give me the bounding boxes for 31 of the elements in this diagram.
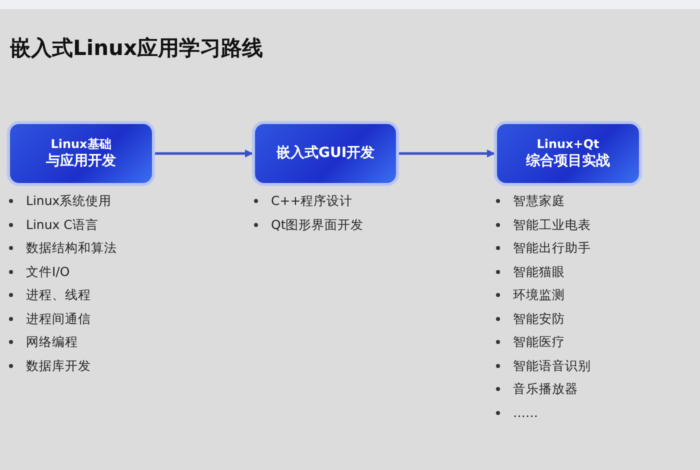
bullet-item: Qt图形界面开发 bbox=[251, 212, 364, 236]
bullet-item: 智能工业电表 bbox=[493, 212, 591, 236]
bullet-item: 数据结构和算法 bbox=[6, 236, 117, 260]
stage-box bbox=[10, 124, 152, 183]
box-label: 嵌入式GUI开发 bbox=[276, 144, 375, 163]
bullet-item: Linux C语言 bbox=[6, 212, 117, 236]
bullet-item: 文件I/O bbox=[6, 260, 117, 283]
bullet-item: 智能安防 bbox=[493, 306, 591, 330]
bullet-item: 智能出行助手 bbox=[493, 236, 591, 260]
bullet-item: 进程、线程 bbox=[6, 283, 117, 306]
box-label: 与应用开发 bbox=[46, 152, 116, 172]
box-label: Linux+Qt bbox=[536, 136, 600, 152]
stage-box bbox=[497, 124, 639, 183]
bullet-item: 智慧家庭 bbox=[493, 189, 591, 212]
stage-box bbox=[255, 124, 396, 183]
bullet-item: 数据库开发 bbox=[6, 354, 117, 377]
bullet-item: 进程间通信 bbox=[6, 306, 117, 330]
bullet-item: C++程序设计 bbox=[251, 189, 364, 212]
arrow bbox=[155, 150, 253, 158]
bullet-item: 智能猫眼 bbox=[493, 260, 591, 283]
bullet-item: 智能语音识别 bbox=[493, 354, 591, 377]
arrow bbox=[399, 150, 495, 158]
title: 嵌入式Linux应用学习路线 bbox=[10, 35, 264, 62]
bullet-item: 环境监测 bbox=[493, 283, 591, 306]
bullet-item: Linux系统使用 bbox=[6, 189, 117, 212]
bullet-item: 智能医疗 bbox=[493, 330, 591, 354]
bullet-item: 网络编程 bbox=[6, 330, 117, 354]
box-label: Linux基础 bbox=[50, 136, 112, 152]
box-label: 综合项目实战 bbox=[526, 152, 610, 172]
bullet-item: 音乐播放器 bbox=[493, 377, 591, 400]
bullet-item: …… bbox=[493, 400, 591, 424]
